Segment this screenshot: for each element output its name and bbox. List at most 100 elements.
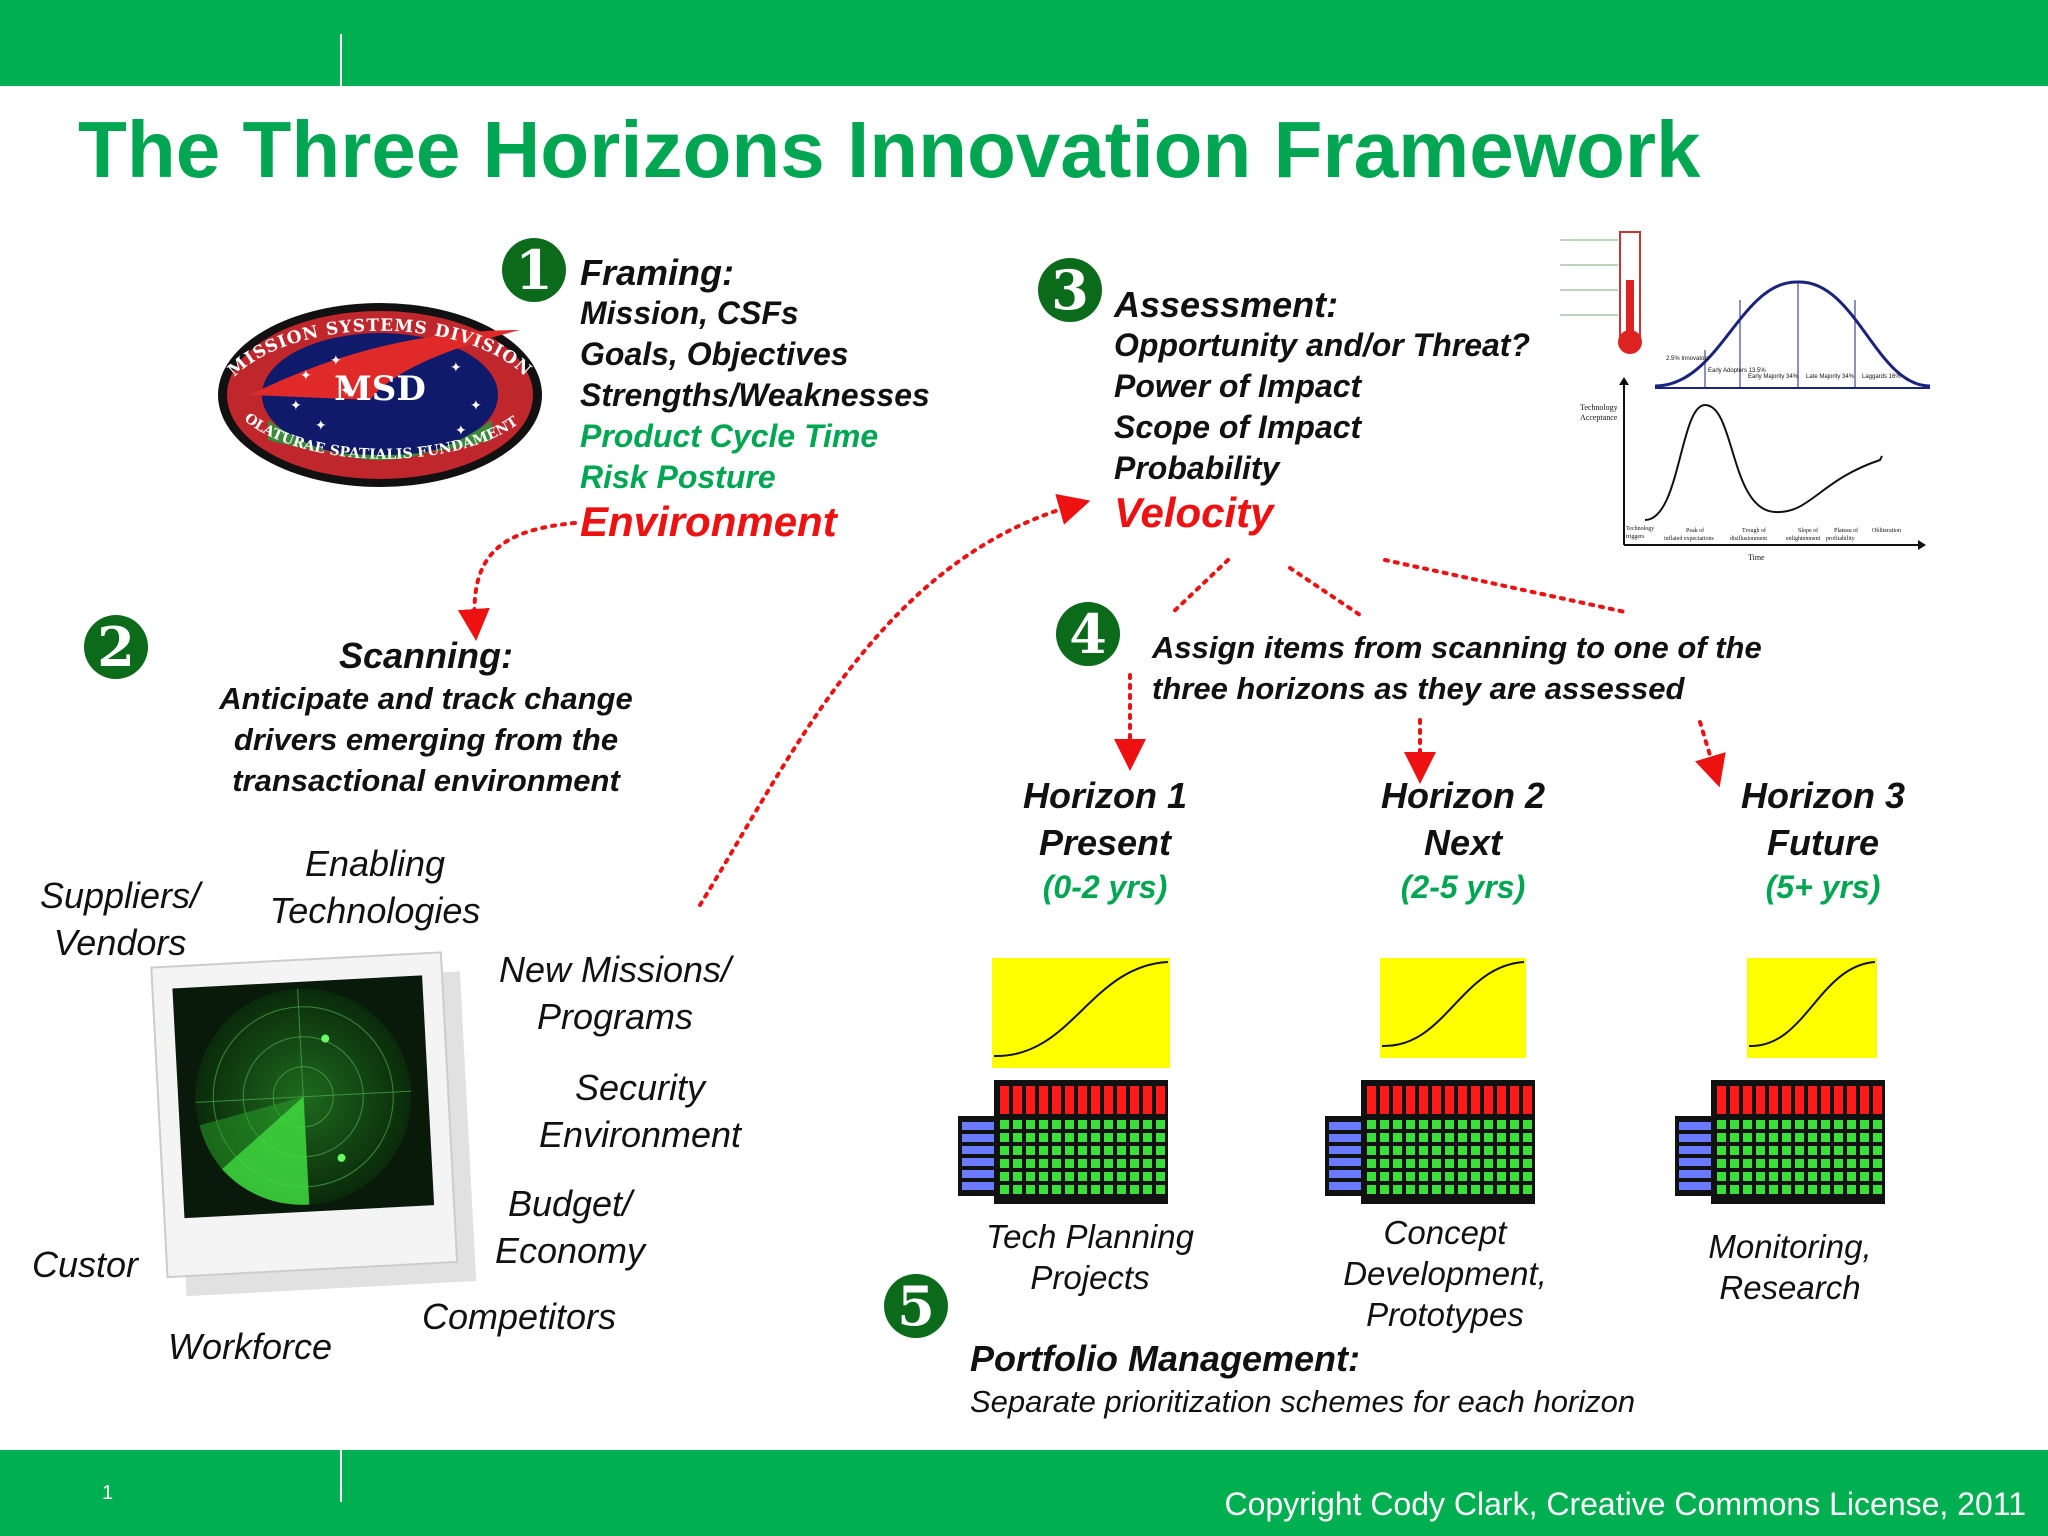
portfolio-cell [1117, 1172, 1126, 1181]
portfolio-cell [1419, 1120, 1428, 1129]
driver-text: Enabling [304, 843, 446, 884]
portfolio-side [1325, 1116, 1365, 1196]
portfolio-cell [1393, 1133, 1402, 1142]
s-curve-box [1747, 958, 1877, 1058]
portfolio-cell [1808, 1185, 1817, 1194]
portfolio-cell [1743, 1086, 1752, 1114]
portfolio-cell [1117, 1146, 1126, 1155]
portfolio-cell [1756, 1086, 1765, 1114]
arrow-velocity-left [1168, 558, 1230, 617]
portfolio-cell [1484, 1133, 1493, 1142]
portfolio-cell [1756, 1159, 1765, 1168]
portfolio-cell [1065, 1172, 1074, 1181]
portfolio-cell [1821, 1120, 1830, 1129]
portfolio-cell [1860, 1120, 1869, 1129]
portfolio-cell [1847, 1133, 1856, 1142]
page-title: The Three Horizons Innovation Framework [78, 105, 1701, 194]
portfolio-cell [1873, 1146, 1882, 1155]
portfolio-cell [1026, 1159, 1035, 1168]
portfolio-cell [1808, 1172, 1817, 1181]
svg-text:✦: ✦ [300, 367, 312, 383]
driver-text: Programs [536, 996, 694, 1037]
portfolio-bar [1329, 1122, 1361, 1130]
portfolio-cell [1013, 1120, 1022, 1129]
portfolio-grid [1711, 1080, 1885, 1204]
portfolio-cell [1510, 1172, 1519, 1181]
portfolio-cell [1130, 1133, 1139, 1142]
portfolio-cell [1104, 1172, 1113, 1181]
portfolio-cell [1078, 1120, 1087, 1129]
assign-line: Assign items from scanning to one of the [1152, 630, 1762, 665]
svg-text:✦: ✦ [330, 352, 342, 368]
horizon-2-header: Horizon 2 Next (2-5 yrs) [1318, 772, 1608, 908]
portfolio-cell [1419, 1159, 1428, 1168]
portfolio-cell [1000, 1086, 1009, 1114]
portfolio-cell [1432, 1120, 1441, 1129]
framing-heading: Framing: [580, 252, 735, 293]
portfolio-bar [1329, 1170, 1361, 1178]
portfolio-cell [1510, 1159, 1519, 1168]
portfolio-heading: Portfolio Management: [970, 1338, 1361, 1379]
portfolio-cell [1380, 1159, 1389, 1168]
portfolio-cell [1497, 1159, 1506, 1168]
assessment-item: Opportunity and/or Threat? [1114, 327, 1530, 363]
portfolio-cell [1730, 1185, 1739, 1194]
svg-text:✦: ✦ [450, 359, 462, 375]
adoption-label: Late Majority 34% [1806, 374, 1855, 380]
portfolio-cell [1808, 1086, 1817, 1114]
portfolio-cell [1717, 1086, 1726, 1114]
scanning-heading: Scanning: [338, 635, 513, 676]
portfolio-cell [1380, 1185, 1389, 1194]
portfolio-cell [1156, 1172, 1165, 1181]
step-1-badge: 1 [502, 238, 566, 302]
portfolio-cell [1432, 1185, 1441, 1194]
portfolio-cell [1523, 1146, 1532, 1155]
portfolio-cell [1782, 1133, 1791, 1142]
driver-competitors: Competitors [422, 1296, 617, 1337]
portfolio-cell [1065, 1133, 1074, 1142]
portfolio-cell [1756, 1133, 1765, 1142]
portfolio-cell [1523, 1185, 1532, 1194]
portfolio-cell [1130, 1086, 1139, 1114]
portfolio-cell [1717, 1120, 1726, 1129]
arrow-framing-to-scanning [457, 521, 577, 641]
adoption-curve [1654, 280, 1931, 388]
horizon-1-header: Horizon 1 Present (0-2 yrs) [960, 772, 1250, 908]
portfolio-cell [1104, 1086, 1113, 1114]
portfolio-cell [1117, 1133, 1126, 1142]
assessment-item: Probability [1114, 450, 1280, 486]
portfolio-cell [1795, 1146, 1804, 1155]
portfolio-cell [1834, 1120, 1843, 1129]
portfolio-cell [1078, 1133, 1087, 1142]
portfolio-cell [1143, 1120, 1152, 1129]
horizon-title: Horizon 1 [1022, 775, 1187, 816]
portfolio-cell [1026, 1185, 1035, 1194]
header-band [0, 0, 2048, 86]
portfolio-cell [1471, 1146, 1480, 1155]
portfolio-cell [1860, 1185, 1869, 1194]
portfolio-cell [1091, 1146, 1100, 1155]
portfolio-cell [1000, 1185, 1009, 1194]
portfolio-cell [1730, 1086, 1739, 1114]
portfolio-cell [1445, 1133, 1454, 1142]
portfolio-cell [1510, 1146, 1519, 1155]
driver-text: Budget/ [507, 1183, 633, 1224]
portfolio-cell [1484, 1120, 1493, 1129]
portfolio-cell [1821, 1159, 1830, 1168]
scanning-line: Anticipate and track change [219, 681, 633, 716]
portfolio-cell [1026, 1146, 1035, 1155]
adoption-label: Early Adopters 13.5% [1708, 368, 1766, 374]
svg-text:✦: ✦ [470, 397, 482, 413]
hype-ylabel: Acceptance [1580, 413, 1618, 422]
portfolio-cell [1821, 1133, 1830, 1142]
portfolio-bar [1329, 1158, 1361, 1166]
portfolio-cell [1039, 1185, 1048, 1194]
portfolio-cell [1769, 1086, 1778, 1114]
horizon-title: Horizon 3 [1740, 775, 1905, 816]
portfolio-cell [1756, 1172, 1765, 1181]
driver-budget: Budget/ Economy [470, 1180, 670, 1274]
portfolio-cell [1104, 1120, 1113, 1129]
portfolio-cell [1471, 1159, 1480, 1168]
portfolio-cell [1078, 1172, 1087, 1181]
portfolio-cell [1013, 1133, 1022, 1142]
